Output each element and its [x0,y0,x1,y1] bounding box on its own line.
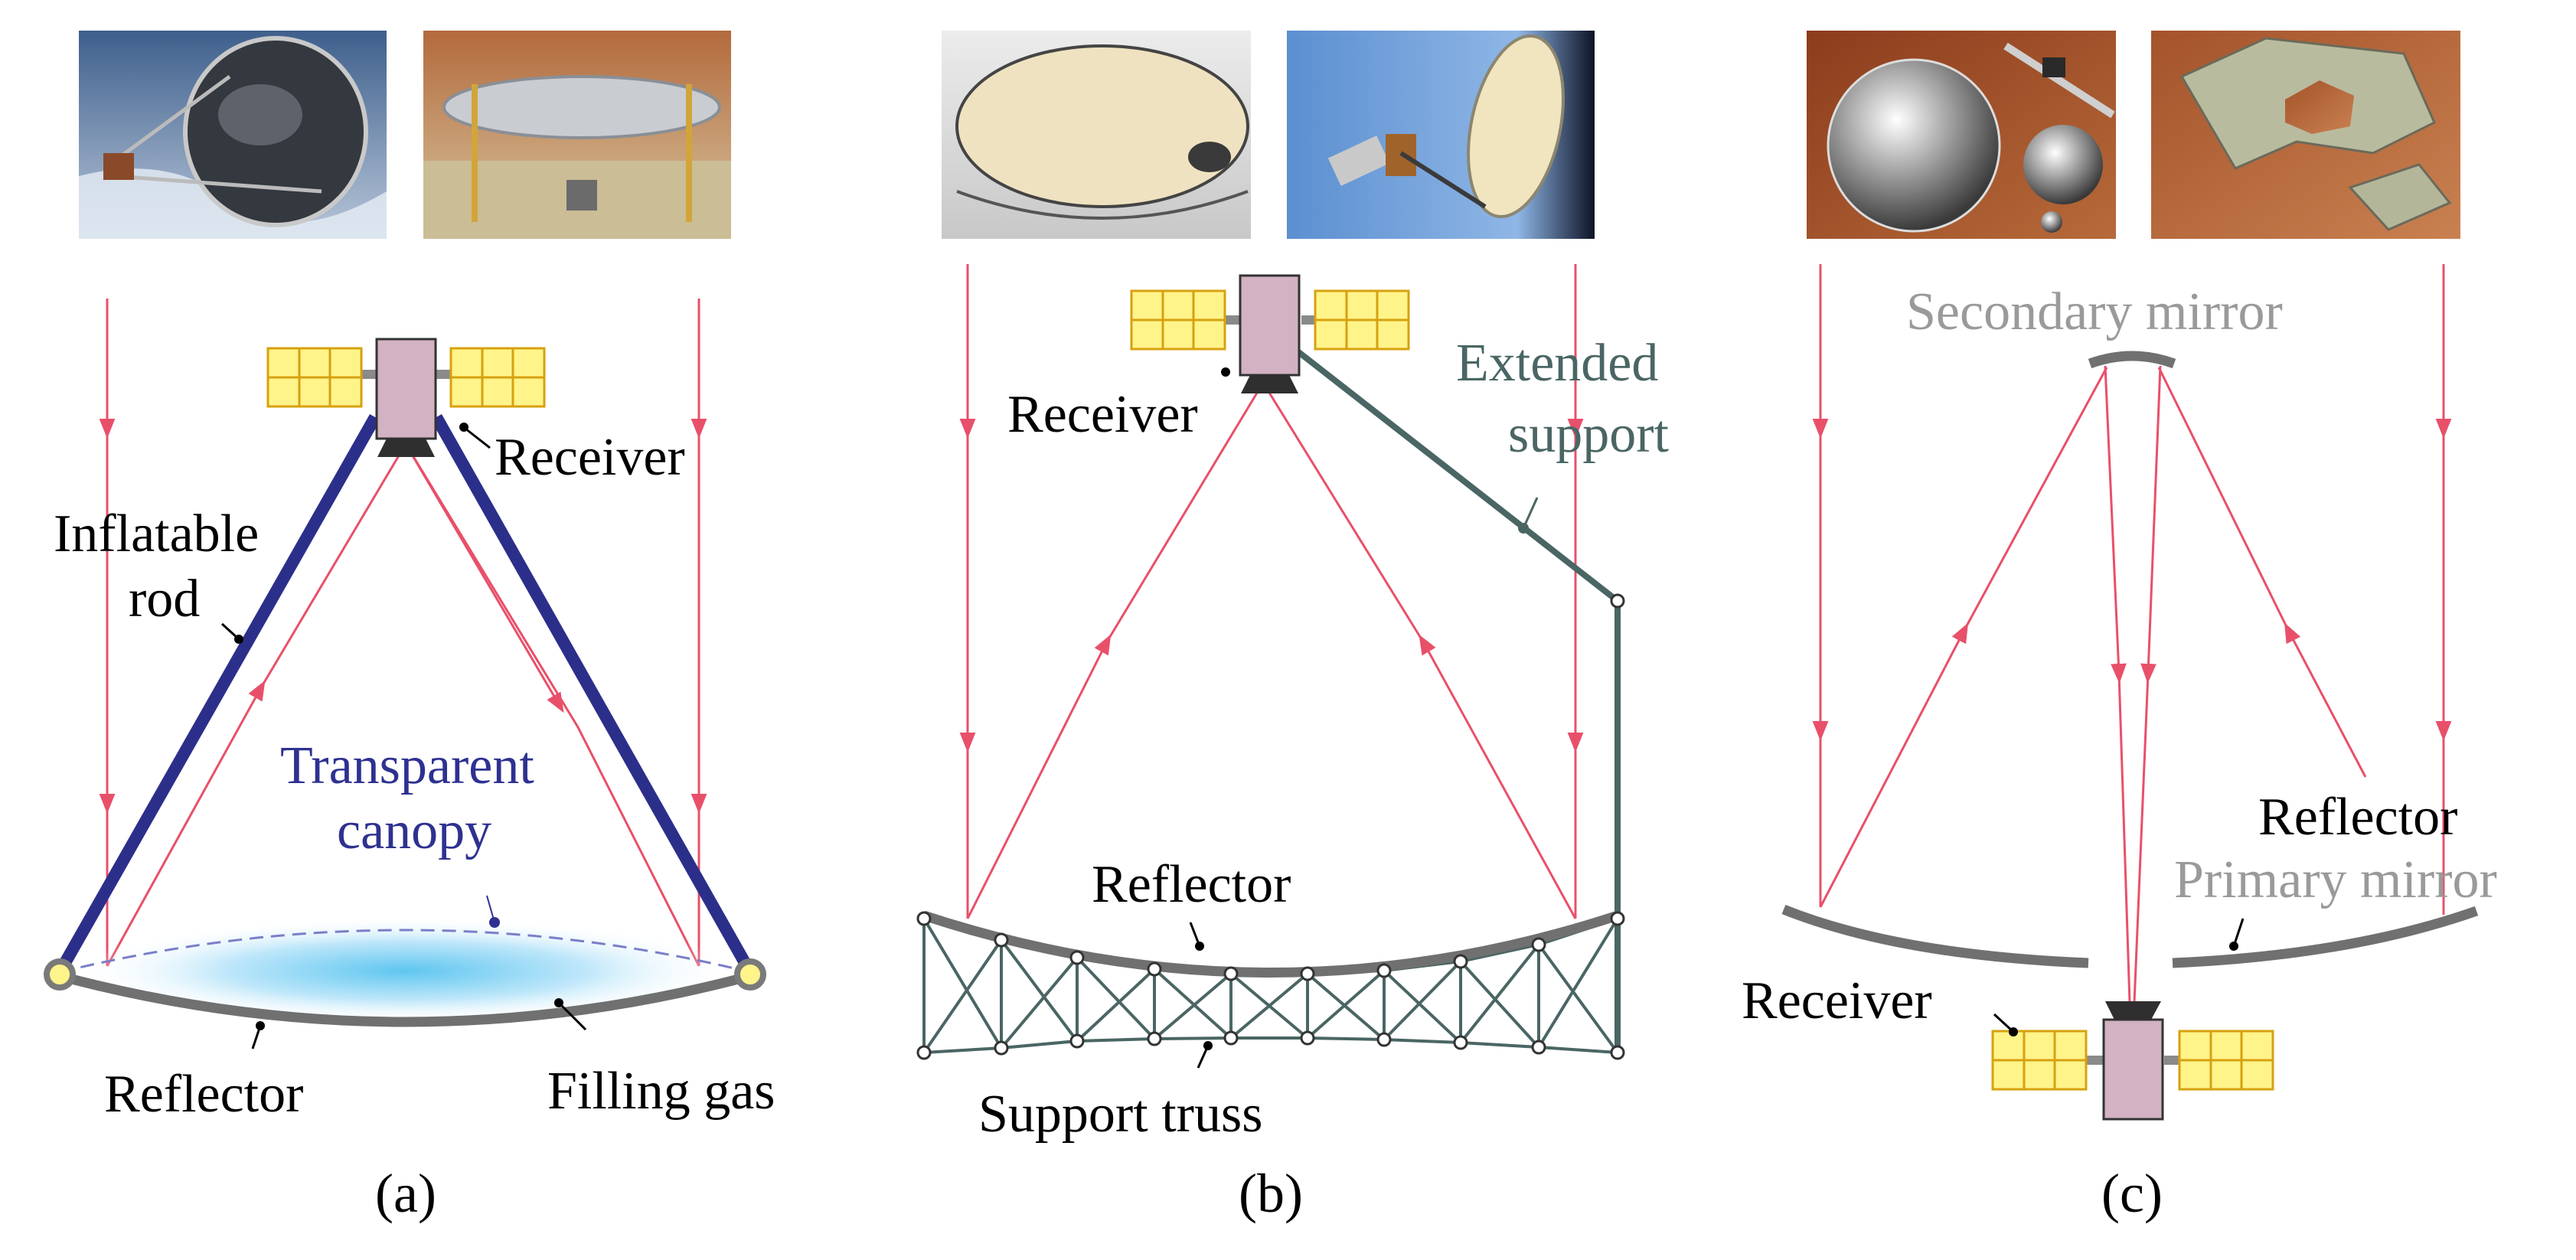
reflected-ray [1262,382,1577,919]
solar-panel-right [1314,289,1410,351]
photo-polished-mirror-shells [1807,31,2116,239]
label-secondary-mirror: Secondary mirror [1906,282,2283,341]
reflector-a [58,971,752,1027]
label-receiver-a: Receiver [495,428,685,487]
transparent-canopy [59,929,751,974]
label-reflector-b: Reflector [1092,855,1291,914]
label-extended-support-line2: support [1508,405,1670,464]
solar-panel-right [449,347,546,408]
reflector-b [922,910,1620,978]
reflected-ray [1819,367,2108,908]
reflected-ray [2157,367,2367,778]
reflected-ray [404,443,564,713]
label-extended-support-line1: Extended [1456,334,1658,393]
reflected-ray [404,443,700,967]
solar-panel-left [1991,1030,2088,1091]
photo-inflatable-reflector-lab [423,31,731,239]
photo-segmented-mirror-panels [2151,31,2460,239]
solar-panel-right [2178,1030,2274,1091]
panel-c-diagram: Secondary mirror Reflector Primary mirro… [1742,264,2497,1224]
label-reflector-c: Reflector [2258,788,2457,847]
panel-b-diagram: Receiver Extended support Reflector Supp… [916,264,1670,1224]
label-receiver-c: Receiver [1742,971,1932,1030]
panel-a-diagram: Receiver Inflatable rod Transparent cano… [44,299,775,1224]
solar-panel-left [266,347,363,408]
label-primary-mirror: Primary mirror [2174,850,2497,909]
photo-inflatable-antenna-in-orbit [79,31,387,239]
reflected-ray [966,382,1265,919]
inflatable-rod-left [54,414,380,975]
primary-mirror-right [2172,906,2479,968]
caption-a: (a) [375,1163,436,1224]
support-truss [922,917,1619,1054]
reflected-ray [106,443,407,967]
label-inflatable-rod-line2: rod [129,570,200,628]
primary-mirror-left [1781,904,2089,968]
label-receiver-b: Receiver [1007,385,1198,444]
label-reflector-a: Reflector [104,1065,303,1124]
caption-c: (c) [2101,1163,2163,1224]
truss-nodes [916,593,1625,1060]
label-filling-gas: Filling gas [547,1062,775,1121]
reflected-ray [2133,365,2162,1004]
photo-truss-reflector-lab [942,31,1251,239]
inflatable-rod-right [431,414,756,975]
photo-deployed-reflector-in-orbit [1287,31,1595,239]
filling-gas [77,917,735,1024]
secondary-mirror [2088,351,2176,369]
label-transparent-canopy-line2: canopy [337,801,491,860]
label-support-truss: Support truss [978,1085,1262,1144]
satellite-receiver-b [1130,274,1410,393]
rod-joint-right [734,958,766,991]
caption-b: (b) [1239,1163,1303,1224]
reflected-ray [2104,365,2131,1004]
satellite-receiver-a [266,338,546,457]
label-inflatable-rod-line1: Inflatable [54,504,259,563]
label-transparent-canopy-line1: Transparent [280,736,534,795]
solar-panel-left [1130,289,1226,351]
satellite-receiver-c [1991,1001,2274,1121]
rod-joint-left [44,958,76,991]
